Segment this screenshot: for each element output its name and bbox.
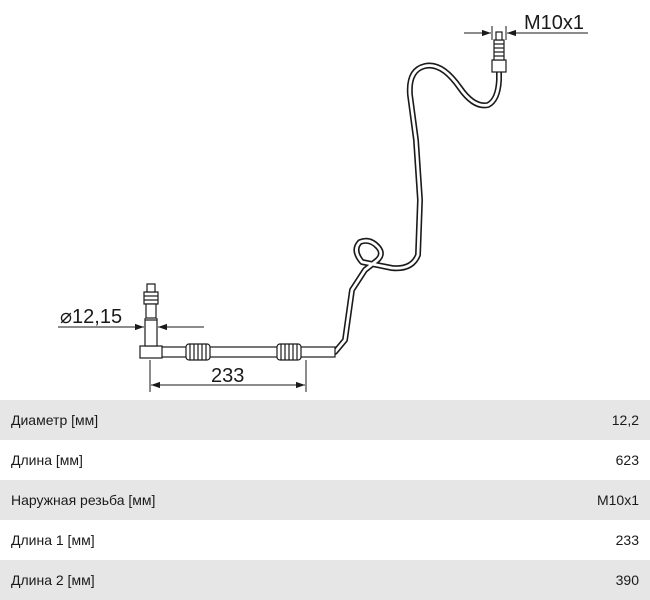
dimension-length [149,360,307,392]
spec-label: Длина 2 [мм] [11,572,95,588]
hose-outline [147,59,502,355]
spec-label: Наружная резьба [мм] [11,492,156,508]
spec-value: 233 [615,532,639,548]
hose-drawing: M10x1 ⌀12,15 233 [58,12,588,392]
brake-hose [147,59,502,355]
spec-value: 623 [615,452,639,468]
spec-table: Диаметр [мм] 12,2 Длина [мм] 623 Наружна… [0,400,650,600]
spec-value: 390 [615,572,639,588]
dimension-length-label: 233 [211,365,244,387]
technical-drawing-svg: M10x1 ⌀12,15 233 [58,12,588,392]
spec-row-diameter: Диаметр [мм] 12,2 [0,400,650,440]
spec-label: Длина 1 [мм] [11,532,95,548]
dimension-thread-label: M10x1 [524,12,584,34]
rigid-section [149,346,336,358]
spec-value: M10x1 [596,492,639,508]
crimp-ferrule-right [276,343,302,361]
spec-label: Диаметр [мм] [11,412,99,428]
spec-row-length: Длина [мм] 623 [0,440,650,480]
spec-label: Длина [мм] [11,452,83,468]
left-end-fitting [139,283,163,359]
spec-row-length-1: Длина 1 [мм] 233 [0,520,650,560]
spec-row-thread: Наружная резьба [мм] M10x1 [0,480,650,520]
crimp-ferrule-left [185,343,211,361]
dimension-diameter [58,318,204,340]
hose-inner [148,60,501,354]
right-end-fitting [491,31,507,73]
spec-value: 12,2 [611,412,639,428]
spec-row-length-2: Длина 2 [мм] 390 [0,560,650,600]
dimension-diameter-label: ⌀12,15 [60,306,122,328]
dimension-thread [464,26,588,40]
